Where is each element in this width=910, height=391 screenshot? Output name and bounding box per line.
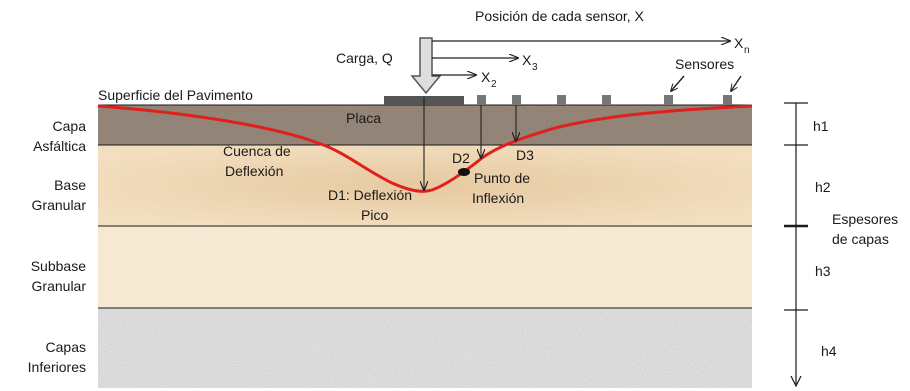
layer-labels: Capa Asfáltica Base Granular Subbase Gra… [28, 118, 87, 375]
thickness-h4: h4 [821, 343, 837, 359]
position-arrows [432, 41, 730, 75]
basin-label-2: Deflexión [225, 163, 283, 179]
load-arrow [410, 37, 442, 95]
inflection-point-marker [458, 168, 470, 176]
d3-label: D3 [516, 147, 534, 163]
sensor [557, 95, 566, 105]
sensor [512, 95, 521, 105]
x3-label: X [522, 52, 532, 68]
layer-label-subbase-1: Subbase [31, 258, 86, 274]
xn-subscript: n [744, 45, 750, 56]
thickness-h2: h2 [815, 179, 831, 195]
granular-subbase-layer [98, 226, 752, 308]
thickness-label-1: Espesores [832, 211, 898, 227]
layer-label-lower-1: Capas [46, 339, 86, 355]
sensor-position-label: Posición de cada sensor, X [475, 8, 645, 24]
sensor-pointers [671, 75, 742, 91]
layer-label-asphalt-2: Asfáltica [33, 138, 86, 154]
d2-label: D2 [452, 150, 470, 166]
sensor [664, 95, 673, 105]
sensors-label: Sensores [675, 56, 734, 72]
load-label: Carga, Q [336, 50, 393, 66]
deflection-basin-curve [97, 104, 753, 193]
layer-label-base-2: Granular [32, 197, 87, 213]
inflection-label-2: Inflexión [472, 190, 524, 206]
x2-label: X [481, 69, 491, 85]
x2-subscript: 2 [491, 79, 497, 90]
layers [98, 104, 752, 388]
basin-label-1: Cuenca de [223, 143, 291, 159]
sensor [477, 95, 486, 105]
thickness-h1: h1 [813, 118, 829, 134]
layer-label-lower-2: Inferiores [28, 359, 86, 375]
thickness-label-2: de capas [832, 231, 889, 247]
thickness-h3: h3 [815, 263, 831, 279]
xn-label: X [734, 35, 744, 51]
granular-base-layer [98, 145, 752, 226]
layer-label-asphalt-1: Capa [53, 118, 87, 134]
peak-label-1: D1: Deflexión [328, 187, 412, 203]
x3-subscript: 3 [532, 62, 538, 73]
layer-label-base-1: Base [54, 177, 86, 193]
peak-label-2: Pico [361, 207, 388, 223]
deflection-arrows [424, 97, 516, 190]
inflection-label-1: Punto de [474, 170, 530, 186]
thickness-dimension [784, 102, 808, 388]
layer-label-subbase-2: Granular [32, 278, 87, 294]
sensors [477, 95, 732, 105]
sensor [602, 95, 611, 105]
sensor [723, 95, 732, 105]
plate-label: Placa [346, 110, 381, 126]
surface-label: Superficie del Pavimento [98, 87, 253, 103]
